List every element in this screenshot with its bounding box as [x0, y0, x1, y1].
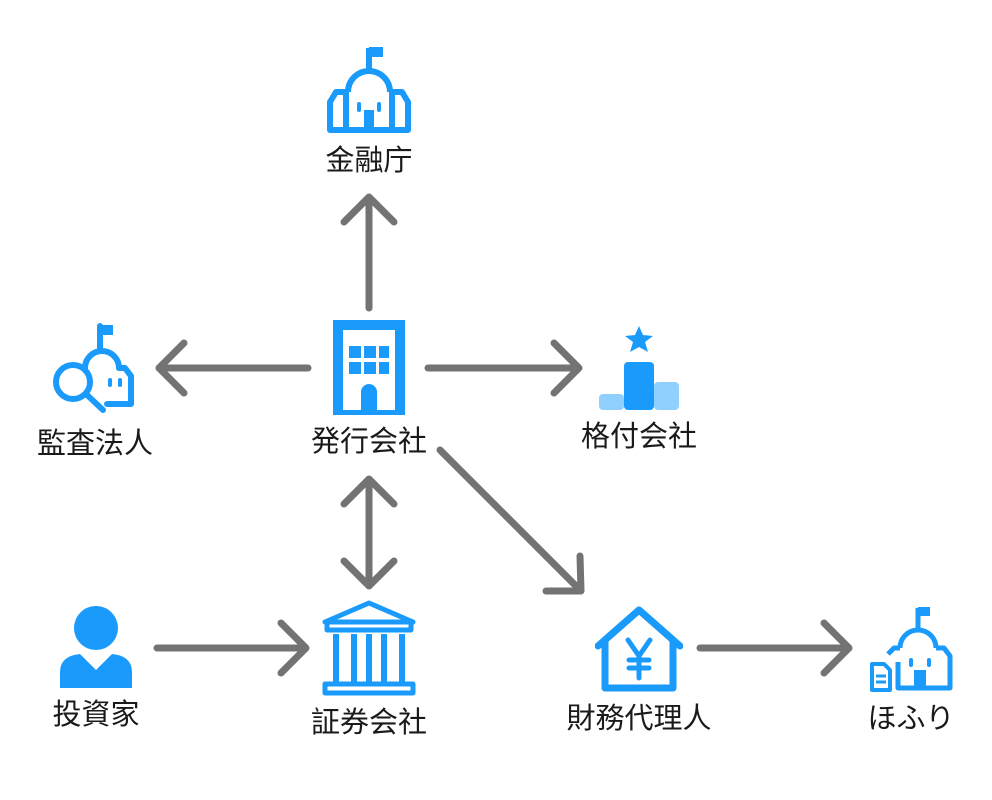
arrow-issuer-to-fiscal-agent [436, 446, 585, 595]
node-issuer: 発行会社 [269, 320, 469, 456]
government-building-icon [327, 47, 411, 133]
node-securities-firm-label: 証券会社 [310, 705, 427, 739]
podium-star-icon [599, 326, 679, 410]
node-investor: 投資家 [0, 606, 196, 729]
building-document-icon [870, 607, 953, 692]
node-investor-label: 投資家 [52, 697, 140, 731]
arrow-issuer-to-fsa [340, 193, 398, 312]
office-building-icon [333, 320, 405, 415]
node-jasdec-label: ほふり [867, 701, 955, 735]
node-auditor-label: 監査法人 [36, 426, 153, 460]
node-auditor: 監査法人 [0, 322, 195, 458]
house-yen-icon [595, 606, 683, 692]
node-fsa: 金融庁 [269, 44, 469, 175]
node-issuer-label: 発行会社 [310, 424, 427, 458]
bank-columns-icon [322, 600, 416, 696]
person-icon [60, 606, 132, 688]
node-rating-agency: 格付会社 [539, 326, 739, 451]
node-fiscal-agent-label: 財務代理人 [566, 701, 712, 735]
node-rating-agency-label: 格付会社 [580, 419, 697, 453]
audit-building-magnifier-icon [53, 323, 134, 413]
node-fsa-label: 金融庁 [325, 143, 413, 177]
node-fiscal-agent: 財務代理人 [539, 604, 739, 733]
arrow-fiscal-agent-to-jasdec [696, 619, 853, 677]
arrow-investor-to-securities-firm [153, 619, 310, 677]
arrow-issuer-securities-firm [340, 475, 398, 590]
node-jasdec: ほふり [811, 604, 992, 733]
arrow-issuer-to-rating-agency [424, 339, 583, 397]
node-securities-firm: 証券会社 [269, 600, 469, 737]
arrow-issuer-to-auditor [155, 339, 312, 397]
